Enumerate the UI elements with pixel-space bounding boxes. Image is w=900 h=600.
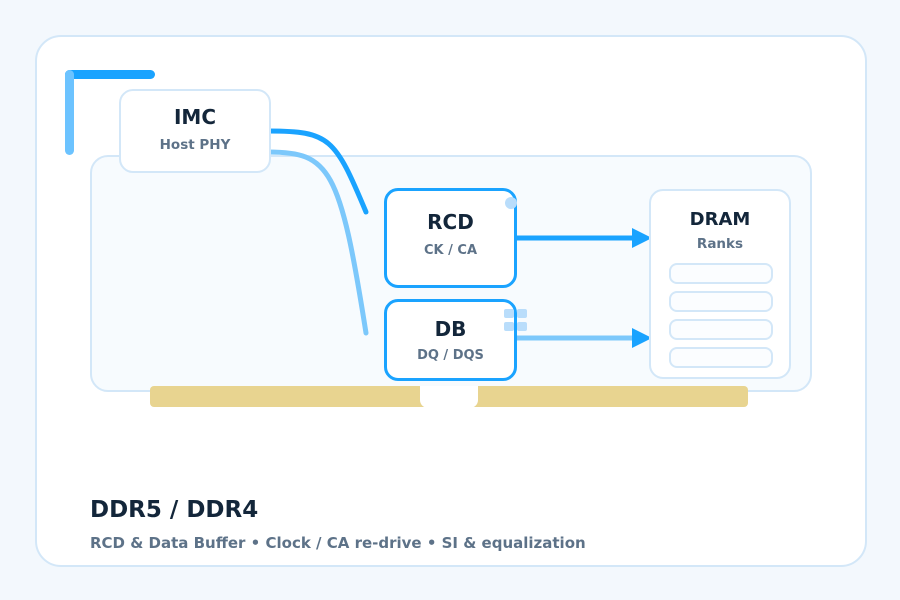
db-pad-1 [504,309,514,318]
dram-subtitle: Ranks [696,236,744,252]
db-pad-3 [504,322,514,331]
imc-block: IMC Host PHY [119,89,271,173]
rcd-title: RCD [427,210,474,234]
dram-rank [669,347,773,368]
imc-title: IMC [173,105,217,129]
rcd-chip: RCD CK / CA [384,188,517,288]
rcd-to-dram-arrowhead [632,228,652,248]
dram-title: DRAM [689,209,751,230]
imc-subtitle: Host PHY [159,137,231,153]
imc-to-rcd-wire [265,128,369,215]
db-pad-2 [517,309,527,318]
connector-notch [420,386,478,408]
rcd-subtitle: CK / CA [423,243,477,258]
dram-rank [669,319,773,340]
rcd-pin-marker [505,197,517,209]
dram-rank [669,291,773,312]
db-chip: DB DQ / DQS [384,299,517,381]
dram-block: DRAM Ranks [649,189,791,379]
page-caption: RCD & Data Buffer • Clock / CA re-drive … [90,534,586,552]
page-title: DDR5 / DDR4 [90,497,259,523]
db-title: DB [434,317,467,341]
db-subtitle: DQ / DQS [417,348,484,363]
dram-rank [669,263,773,284]
corner-accent-horizontal [65,70,155,79]
db-pad-4 [517,322,527,331]
imc-to-db-wire [265,149,369,336]
corner-accent-vertical [65,70,74,155]
db-to-dram-arrowhead [632,328,652,348]
